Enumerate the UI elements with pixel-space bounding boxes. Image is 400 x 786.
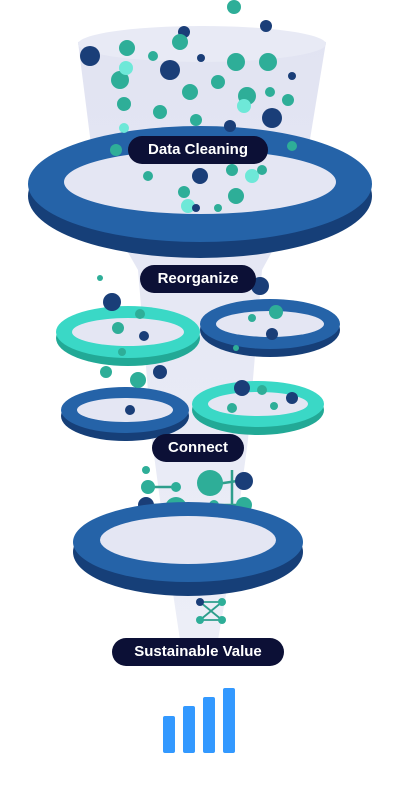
label-data-cleaning: Data Cleaning xyxy=(128,136,268,164)
particle-dot xyxy=(270,402,278,410)
particle-dot xyxy=(148,51,158,61)
particle-dot xyxy=(192,204,200,212)
ring-teal-left xyxy=(56,306,200,366)
particle-dot xyxy=(178,186,190,198)
particle-dot xyxy=(262,108,282,128)
particle-dot xyxy=(119,40,135,56)
particle-dot xyxy=(197,54,205,62)
particle-dot xyxy=(182,84,198,100)
particle-dot xyxy=(257,385,267,395)
bar-chart-icon xyxy=(163,688,235,753)
particle-dot xyxy=(211,75,225,89)
particle-dot xyxy=(153,365,167,379)
particle-dot xyxy=(125,405,135,415)
particle-dot xyxy=(233,345,239,351)
particle-dot xyxy=(117,97,131,111)
particle-dot xyxy=(112,322,124,334)
particle-dot xyxy=(265,87,275,97)
ring-blue-right xyxy=(200,299,340,357)
particle-dot xyxy=(153,105,167,119)
particle-dot xyxy=(228,188,244,204)
particles-top xyxy=(80,0,297,213)
particle-dot xyxy=(97,275,103,281)
particle-dot xyxy=(143,171,153,181)
particle-dot xyxy=(172,34,188,50)
particle-dot xyxy=(118,348,126,356)
particle-dot xyxy=(269,305,283,319)
particle-dot xyxy=(237,99,251,113)
particle-dot xyxy=(227,403,237,413)
particle-dot xyxy=(288,72,296,80)
particle-dot xyxy=(282,94,294,106)
particle-dot xyxy=(135,309,145,319)
particle-dot xyxy=(286,392,298,404)
particle-dot xyxy=(181,199,195,213)
label-sustainable-value: Sustainable Value xyxy=(112,638,284,666)
ring-bottom xyxy=(73,502,303,596)
ring-blue-left xyxy=(61,387,189,441)
particle-dot xyxy=(245,169,259,183)
particle-dot xyxy=(119,61,133,75)
particle-dot xyxy=(110,144,122,156)
label-connect: Connect xyxy=(152,434,244,462)
particle-dot xyxy=(111,71,129,89)
particle-dot xyxy=(214,204,222,212)
particle-dot xyxy=(260,20,272,32)
particle-dot xyxy=(259,53,277,71)
particle-dot xyxy=(287,141,297,151)
value-network xyxy=(196,598,226,624)
label-reorganize: Reorganize xyxy=(140,265,256,293)
particle-dot xyxy=(103,293,121,311)
particle-dot xyxy=(224,120,236,132)
particle-dot xyxy=(266,328,278,340)
particle-dot xyxy=(227,0,241,14)
particle-dot xyxy=(227,53,245,71)
particle-dot xyxy=(119,123,129,133)
particle-dot xyxy=(234,380,250,396)
particle-dot xyxy=(257,165,267,175)
particle-dot xyxy=(190,114,202,126)
particle-dot xyxy=(80,46,100,66)
particle-dot xyxy=(226,164,238,176)
particle-dot xyxy=(160,60,180,80)
particle-dot xyxy=(100,366,112,378)
particle-dot xyxy=(192,168,208,184)
particle-dot xyxy=(139,331,149,341)
funnel-top-rim xyxy=(78,26,326,62)
particle-dot xyxy=(130,372,146,388)
particle-dot xyxy=(248,314,256,322)
